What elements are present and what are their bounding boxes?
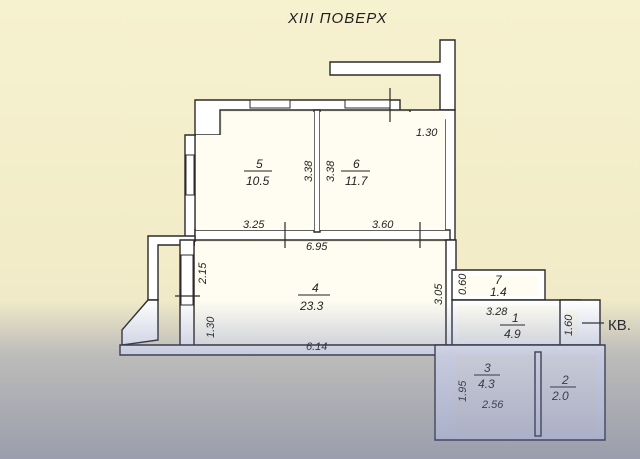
room-6-area: 11.7 xyxy=(345,174,369,188)
room-5-alcove xyxy=(196,135,222,230)
dim-2-56: 2.56 xyxy=(481,399,504,411)
room-4-area: 23.3 xyxy=(299,299,324,313)
dim-1-95: 1.95 xyxy=(457,380,469,402)
dim-3-25: 3.25 xyxy=(243,219,265,231)
dim-0-60: 0.60 xyxy=(457,273,469,295)
window-room-5-side xyxy=(185,154,195,196)
room-2-area: 2.0 xyxy=(551,389,569,403)
room-1-area: 4.9 xyxy=(504,327,521,341)
room-7-area: 1.4 xyxy=(490,285,507,299)
left-corner-wall xyxy=(121,299,159,346)
dim-6-95: 6.95 xyxy=(306,241,328,253)
room-3-area: 4.3 xyxy=(478,377,495,391)
bath-partition xyxy=(534,351,542,437)
dim-1-30-left: 1.30 xyxy=(205,316,217,338)
dim-1-30-top: 1.30 xyxy=(416,127,438,139)
dim-2-15: 2.15 xyxy=(197,262,209,285)
dim-3-38-right: 3.38 xyxy=(325,160,337,182)
room-2-number: 2 xyxy=(561,373,569,387)
dim-3-28: 3.28 xyxy=(486,306,508,318)
room-7-number: 7 xyxy=(495,273,503,287)
room-4-floor xyxy=(195,242,445,344)
room-6-number: 6 xyxy=(353,157,360,171)
dim-3-05: 3.05 xyxy=(433,283,445,305)
dim-1-60: 1.60 xyxy=(563,314,575,336)
dim-3-38-left: 3.38 xyxy=(303,160,315,182)
room-7-label: 7 1.4 xyxy=(490,273,507,299)
dim-6-14: 6.14 xyxy=(306,341,327,353)
room-6-label: 6 11.7 xyxy=(341,157,370,188)
window-room-6 xyxy=(344,99,391,109)
bottom-wall xyxy=(119,344,446,356)
room-5-number: 5 xyxy=(256,157,263,171)
room-3-number: 3 xyxy=(484,361,491,375)
room-5-area: 10.5 xyxy=(246,174,270,188)
dim-3-60: 3.60 xyxy=(372,219,394,231)
room-1-number: 1 xyxy=(512,311,519,325)
apartment-label: КВ. xyxy=(608,317,631,334)
room-4-number: 4 xyxy=(312,281,319,295)
room-7-floor xyxy=(458,276,538,296)
window-room-4 xyxy=(180,254,194,306)
floor-title: XIII ПОВЕРХ xyxy=(287,10,388,27)
window-room-5 xyxy=(249,99,291,109)
room-6-floor xyxy=(320,112,445,230)
partition-wall-horizontal xyxy=(194,229,451,241)
room-5-label: 5 10.5 xyxy=(244,157,272,188)
